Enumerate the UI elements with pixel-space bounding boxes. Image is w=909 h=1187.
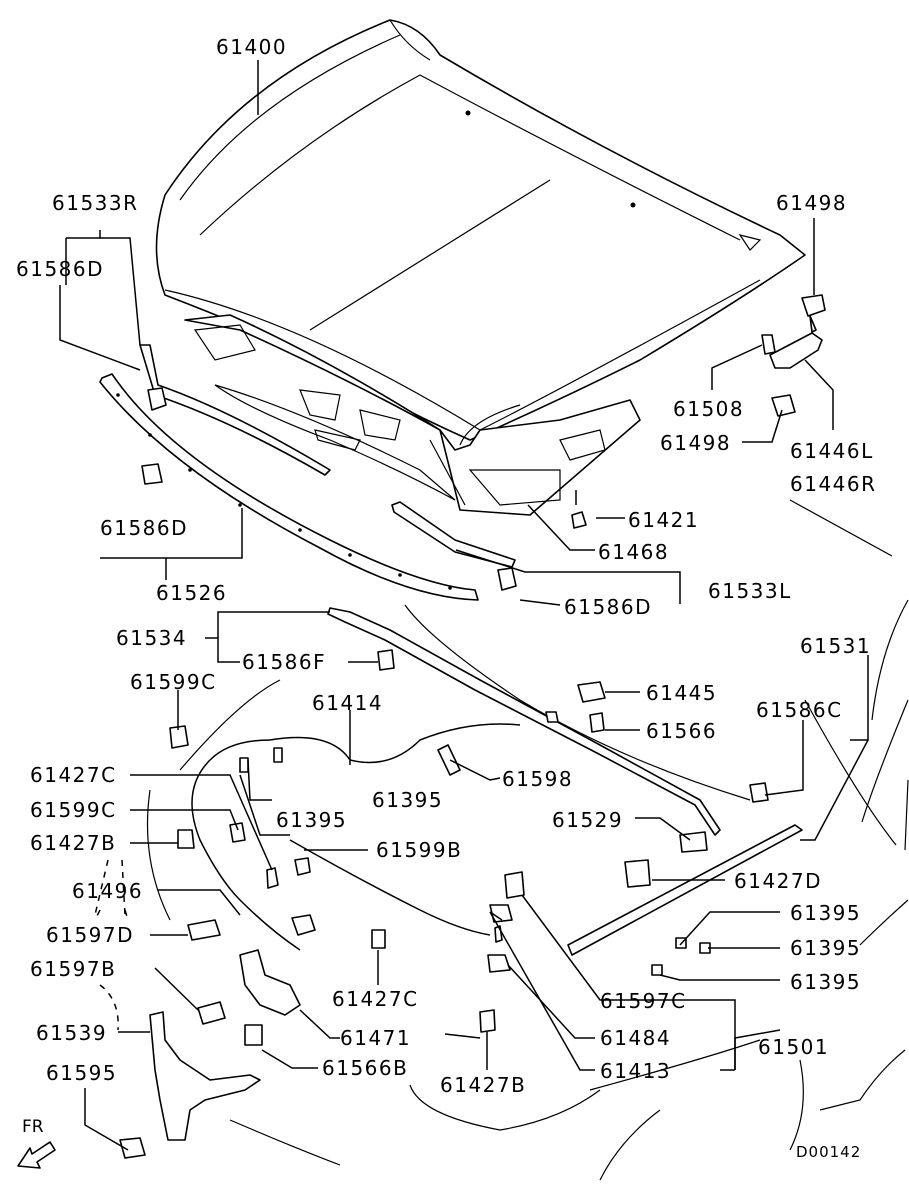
part-label-61427b: 61427B (30, 831, 116, 855)
vehicle-outline-lines (146, 499, 909, 1181)
weatherstrip-left (391, 501, 516, 568)
part-label-61595: 61595 (46, 1061, 117, 1085)
hood-inner-frame (184, 314, 641, 516)
part-label-61508: 61508 (673, 397, 744, 421)
part-label-61427d: 61427D (734, 869, 822, 893)
dashed-leader-lines (94, 859, 129, 1031)
side-seal-strip (567, 824, 803, 956)
part-label-61484: 61484 (600, 1026, 671, 1050)
part-labels: 61400 61533R 61586D 61498 61508 61498 61… (16, 35, 877, 1097)
hood-lock-rod (327, 607, 721, 836)
small-hardware (119, 649, 769, 1159)
clip-61586d (141, 387, 517, 591)
part-label-61534: 61534 (116, 626, 187, 650)
part-label-61529: 61529 (552, 808, 623, 832)
part-label-61597b: 61597B (30, 957, 116, 981)
part-label-61586c: 61586C (756, 698, 843, 722)
part-label-61566b: 61566B (322, 1056, 408, 1080)
part-label-61586f: 61586F (242, 650, 326, 674)
part-label-61498: 61498 (776, 191, 847, 215)
part-label-61446l: 61446L (790, 439, 874, 463)
hood-hinge (571, 294, 826, 529)
part-label-61501: 61501 (758, 1035, 829, 1059)
part-label-61468: 61468 (598, 540, 669, 564)
part-label-61498: 61498 (660, 431, 731, 455)
part-label-61597d: 61597D (46, 923, 134, 947)
part-label-61446r: 61446R (790, 472, 877, 496)
part-label-61526: 61526 (156, 581, 227, 605)
front-direction-label: FR (22, 1117, 44, 1137)
part-label-61395: 61395 (790, 936, 861, 960)
part-label-61597c: 61597C (600, 989, 687, 1013)
part-label-61400: 61400 (216, 35, 287, 59)
part-label-61586d: 61586D (564, 595, 652, 619)
front-direction-indicator: FR (17, 1117, 56, 1169)
part-label-61539: 61539 (36, 1021, 107, 1045)
part-label-61427c: 61427C (332, 987, 419, 1011)
part-label-61496: 61496 (72, 879, 143, 903)
part-label-61599b: 61599B (376, 838, 462, 862)
part-label-61531: 61531 (800, 634, 871, 658)
part-label-61427b: 61427B (440, 1073, 526, 1097)
part-label-61445: 61445 (646, 681, 717, 705)
hood-panel (155, 19, 806, 446)
part-label-61395: 61395 (372, 788, 443, 812)
part-label-61421: 61421 (628, 508, 699, 532)
part-label-61471: 61471 (340, 1026, 411, 1050)
leader-lines (59, 60, 869, 1151)
weatherstrip-right (139, 344, 331, 476)
front-arrow-icon (17, 1141, 56, 1169)
part-label-61598: 61598 (502, 767, 573, 791)
part-label-61599c: 61599C (30, 798, 117, 822)
diagram-code: D00142 (796, 1143, 861, 1161)
part-label-61395: 61395 (790, 901, 861, 925)
part-label-61427c: 61427C (30, 763, 117, 787)
hood-front-seal (99, 373, 479, 601)
hood-latch-assembly (149, 857, 316, 1141)
part-label-61395: 61395 (276, 808, 347, 832)
part-label-61566: 61566 (646, 719, 717, 743)
part-label-61414: 61414 (312, 691, 383, 715)
part-label-61395: 61395 (790, 970, 861, 994)
part-label-61586d: 61586D (100, 516, 188, 540)
part-label-61533r: 61533R (52, 191, 139, 215)
part-label-61413: 61413 (600, 1059, 671, 1083)
part-label-61533l: 61533L (708, 579, 792, 603)
part-label-61586d: 61586D (16, 257, 104, 281)
part-label-61599c: 61599C (130, 670, 217, 694)
